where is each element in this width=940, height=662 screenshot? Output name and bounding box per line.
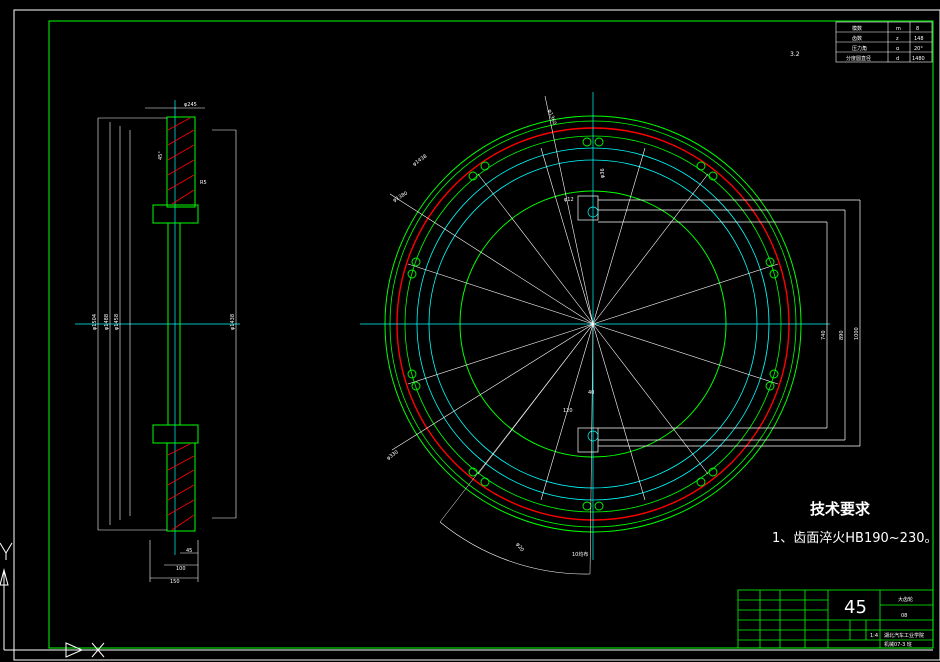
dim-d1488: φ1488 (104, 314, 110, 330)
front-view (360, 92, 861, 575)
param-val-1: 148 (914, 36, 924, 42)
title-class: 机械07-3 班 (884, 641, 912, 648)
dim-f-120: 120 (563, 408, 573, 414)
dim-hub-r5: R5 (200, 180, 207, 186)
param-val-0: 8 (916, 26, 919, 32)
dim-f-d330: φ330 (386, 449, 400, 461)
tech-req-title: 技术要求 (810, 500, 871, 518)
dim-f-d1438: φ1438 (412, 154, 429, 168)
ucs-icon (0, 542, 105, 658)
param-label-2: 压力角 (852, 45, 867, 52)
param-sym-1: z (896, 36, 899, 42)
title-block (737, 589, 934, 649)
dim-f-1000: 1000 (854, 327, 860, 340)
dim-f-d1380: φ1380 (392, 191, 409, 204)
dim-hub-45: 45 (186, 548, 192, 554)
title-drawing-no: 08 (901, 613, 907, 619)
dim-hub-100: 100 (176, 566, 186, 572)
dim-d1504: φ1504 (92, 314, 98, 330)
param-label-3: 分度圆直径 (846, 55, 871, 62)
outer-frame (13, 9, 940, 661)
title-school: 湖北汽车工业学院 (884, 632, 924, 639)
title-part-name: 大齿轮 (898, 596, 913, 603)
dim-f-d36: φ36 (600, 168, 606, 178)
dim-hub-d245: φ245 (184, 102, 197, 108)
surface-roughness: 3.2 (790, 51, 800, 58)
param-sym-0: m (896, 26, 901, 32)
dim-hub-150: 150 (170, 579, 180, 585)
inner-frame (48, 20, 934, 649)
dim-f-890: 890 (839, 330, 845, 340)
dim-angle: 45° (158, 151, 164, 160)
dim-d1458: φ1458 (114, 314, 120, 330)
param-sym-3: d (896, 56, 899, 62)
param-table (835, 21, 933, 63)
param-sym-2: α (896, 46, 900, 52)
dim-f-d1360: φ1360 (546, 109, 557, 126)
param-val-2: 20° (914, 46, 923, 52)
dim-d1438: φ1438 (230, 314, 236, 330)
param-label-0: 模数 (852, 25, 862, 32)
param-val-3: 1480 (912, 56, 925, 62)
dim-f-d12: φ12 (564, 197, 574, 203)
title-material: 45 (844, 597, 867, 618)
title-scale: 1:4 (870, 633, 878, 639)
section-view: φ1504 φ1488 φ1458 φ1438 φ245 R5 45 100 1… (75, 100, 240, 585)
dim-f-40: 40 (588, 390, 594, 396)
param-label-1: 齿数 (852, 35, 862, 42)
keyway-note: 10均布 (572, 551, 588, 558)
tech-req-item-1: 1、齿面淬火HB190~230。 (772, 531, 937, 546)
dim-f-740: 740 (821, 330, 827, 340)
param-table-text: 模数 m 8 齿数 z 148 压力角 α 20° 分度圆直径 d 1480 (846, 25, 925, 62)
dim-f-d20: φ20 (514, 542, 524, 553)
